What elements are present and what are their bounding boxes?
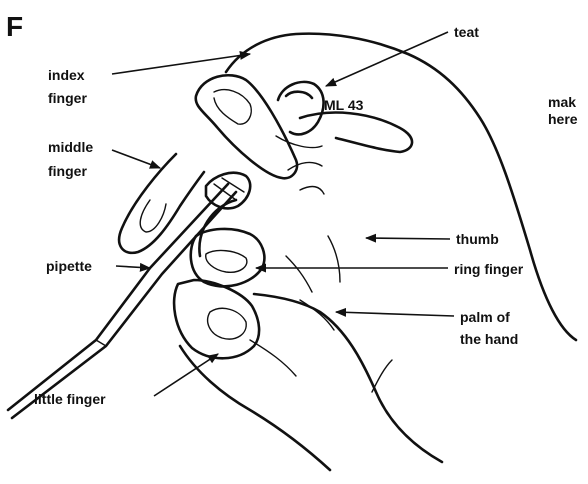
label-teat: teat	[454, 24, 479, 40]
leader-middle-finger	[112, 150, 160, 168]
leader-teat	[326, 32, 448, 86]
pipette-shaft	[8, 184, 228, 410]
label-index-finger-line-1: index	[48, 67, 85, 83]
cut-off-text-line-2: here	[548, 111, 578, 127]
leader-pipette	[116, 266, 150, 268]
palm-outline	[254, 294, 442, 462]
leader-thumb	[366, 238, 450, 239]
label-little-finger: little finger	[34, 391, 106, 407]
label-middle-finger-line-2: finger	[48, 163, 87, 179]
little-finger-outline	[174, 280, 259, 358]
thumb-outline	[226, 34, 576, 340]
cut-off-text-line-1: mak	[548, 94, 576, 110]
middle-finger-outline	[119, 154, 204, 253]
label-ring-finger: ring finger	[454, 261, 524, 277]
leader-little-finger	[154, 354, 218, 396]
leader-palm	[336, 312, 454, 316]
label-palm-line-1: palm of	[460, 309, 510, 325]
panel-letter: F	[6, 11, 23, 42]
label-index-finger-line-2: finger	[48, 90, 87, 106]
label-palm-line-2: the hand	[460, 331, 518, 347]
teat-shape	[278, 82, 324, 134]
leader-index-finger	[112, 54, 250, 74]
teat-marking: ML 43	[324, 97, 364, 113]
label-thumb: thumb	[456, 231, 499, 247]
label-middle-finger-line-1: middle	[48, 139, 93, 155]
label-pipette: pipette	[46, 258, 92, 274]
